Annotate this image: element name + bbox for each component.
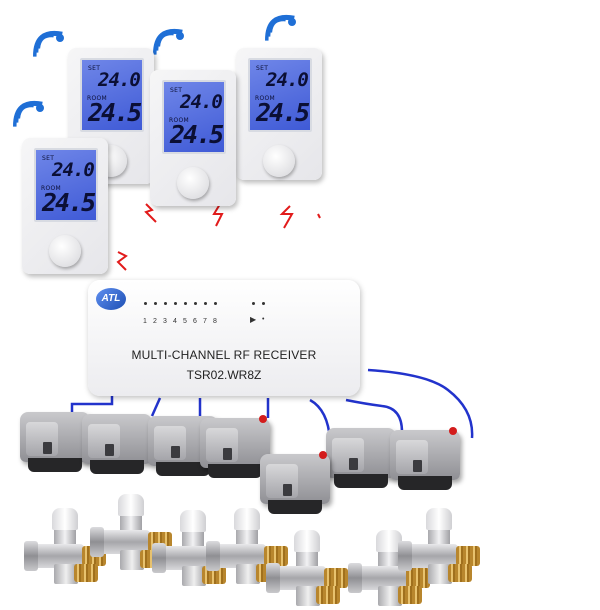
brand-logo: ATL: [96, 288, 126, 310]
channel-number: 1: [143, 318, 147, 325]
wifi-signal-icon: [33, 30, 64, 57]
set-temperature: 24.0: [52, 159, 95, 181]
set-temperature: 24.0: [180, 91, 223, 113]
room-label: ROOM: [169, 117, 189, 124]
radiator-valve: [266, 530, 350, 610]
thermostat-display: SET 24.0 ROOM 24.5: [162, 80, 226, 154]
play-icon: ▶: [250, 315, 257, 324]
room-thermostat: SET 24.0 ROOM 24.5: [22, 138, 108, 274]
channel-number: 7: [203, 318, 207, 325]
thermostat-dial: [49, 235, 81, 267]
rf-receiver: ATL 1 2 3 4 5 6 7 8 ▶ • MULTI-CHANNEL RF…: [88, 280, 360, 396]
receiver-model: TSR02.WR8Z: [186, 368, 262, 382]
room-thermostat: SET 24.0 ROOM 24.5: [236, 48, 322, 180]
channel-led: [154, 302, 157, 305]
set-label: SET: [256, 65, 269, 72]
channel-led: [184, 302, 187, 305]
lightning-bolt-icon: [212, 203, 224, 227]
receiver-title: MULTI-CHANNEL RF RECEIVER: [131, 348, 317, 362]
channel-number: 5: [183, 318, 187, 325]
set-label: SET: [88, 65, 101, 72]
thermostat-display: SET 24.0 ROOM 24.5: [248, 58, 312, 132]
lightning-bolt-icon: [317, 213, 321, 219]
channel-number: 2: [153, 318, 157, 325]
wifi-signal-icon: [265, 14, 296, 41]
channel-led: [194, 302, 197, 305]
radiator-valve: [398, 508, 482, 588]
radiator-valve: [24, 508, 108, 588]
room-label: ROOM: [41, 185, 61, 192]
thermal-actuator: [326, 428, 396, 490]
thermostat-display: SET 24.0 ROOM 24.5: [34, 148, 98, 222]
signal-icon: •: [262, 316, 265, 323]
thermostat-dial: [177, 167, 209, 199]
thermal-actuator: [200, 415, 270, 480]
room-temperature: 24.5: [42, 188, 96, 217]
channel-number: 4: [173, 318, 177, 325]
channel-led: [214, 302, 217, 305]
channel-number: 3: [163, 318, 167, 325]
lightning-bolt-icon: [144, 203, 157, 223]
set-label: SET: [170, 87, 183, 94]
channel-led: [144, 302, 147, 305]
room-thermostat: SET 24.0 ROOM 24.5: [150, 70, 236, 206]
thermal-actuator: [390, 427, 460, 492]
room-temperature: 24.5: [256, 98, 310, 127]
thermostat-display: SET 24.0 ROOM 24.5: [80, 58, 144, 132]
channel-led: [204, 302, 207, 305]
set-temperature: 24.0: [266, 69, 309, 91]
room-temperature: 24.5: [88, 98, 142, 127]
thermal-actuator: [20, 412, 90, 474]
set-label: SET: [42, 155, 55, 162]
wifi-signal-icon: [153, 28, 184, 55]
thermal-actuator: [82, 414, 152, 476]
room-temperature: 24.5: [170, 120, 224, 149]
channel-led: [174, 302, 177, 305]
power-led: [252, 302, 255, 305]
thermostat-dial: [263, 145, 295, 177]
channel-number: 8: [213, 318, 217, 325]
thermal-actuator: [260, 451, 330, 516]
set-temperature: 24.0: [98, 69, 141, 91]
room-label: ROOM: [255, 95, 275, 102]
wifi-signal-icon: [13, 100, 44, 127]
channel-number: 6: [193, 318, 197, 325]
signal-led: [262, 302, 265, 305]
lightning-bolt-icon: [116, 251, 128, 271]
room-thermostat: SET 24.0 ROOM 24.5: [68, 48, 154, 184]
lightning-bolt-icon: [279, 205, 294, 229]
channel-led: [164, 302, 167, 305]
room-label: ROOM: [87, 95, 107, 102]
